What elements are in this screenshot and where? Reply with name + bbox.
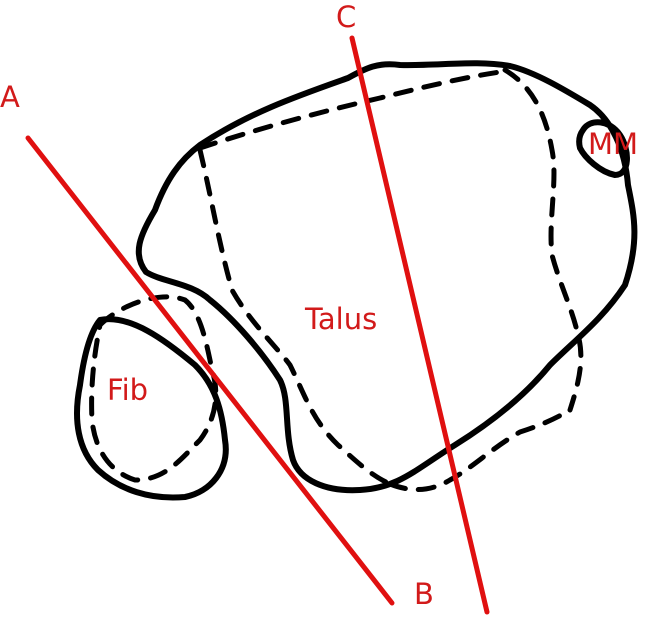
medial-malleolus-outline	[576, 119, 630, 178]
label-b: B	[414, 577, 434, 611]
label-medial-malleolus: MM	[588, 127, 638, 161]
line-a-b	[25, 135, 395, 606]
label-fibula: Fib	[107, 373, 148, 407]
label-c: C	[336, 0, 356, 34]
fibula-solid-outline	[74, 316, 229, 501]
label-talus: Talus	[304, 302, 377, 336]
talus-solid-outline	[135, 60, 638, 494]
line-c	[349, 35, 490, 615]
talus-dashed-outline-left	[197, 147, 393, 487]
talus-dashed-outline-bottom	[387, 407, 573, 493]
talus-dashed-outline-top	[197, 69, 503, 151]
label-a: A	[0, 80, 20, 114]
talus-dashed-outline-right	[502, 67, 584, 413]
fibula-dashed-outline	[89, 294, 219, 483]
